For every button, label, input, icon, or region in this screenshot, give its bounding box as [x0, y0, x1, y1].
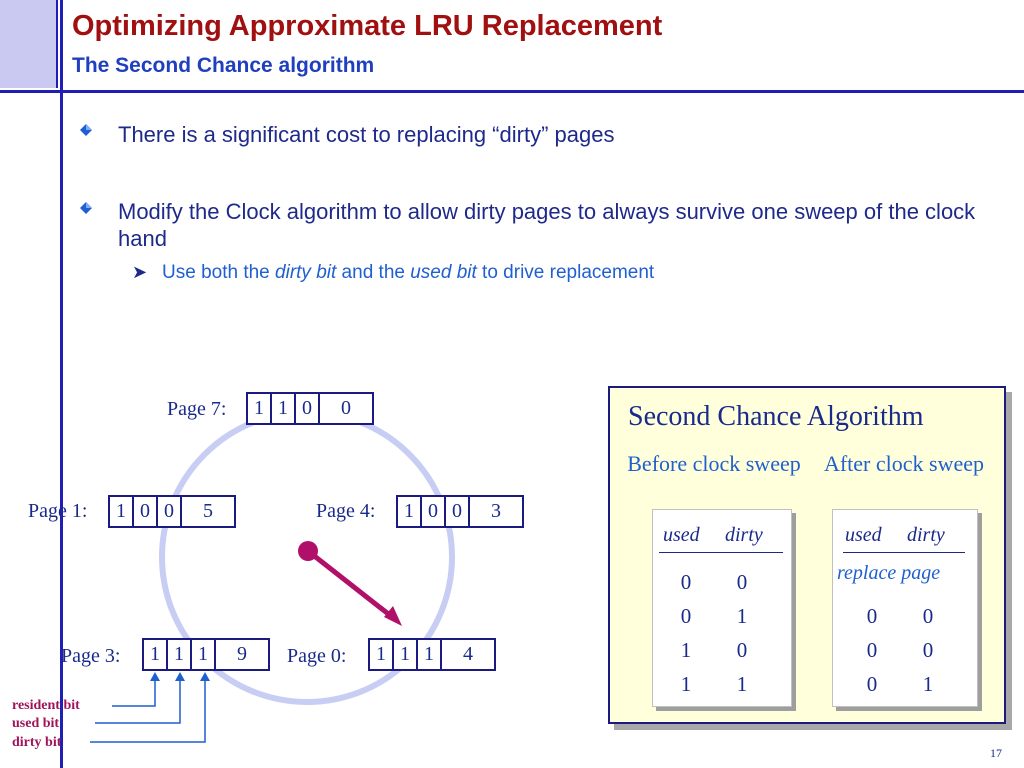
page-7-label: Page 7:: [167, 398, 227, 420]
resident-bit: 1: [370, 640, 394, 669]
dirty-bit: 1: [192, 640, 216, 669]
frame-number: 9: [216, 640, 268, 669]
used-column-header: used: [663, 524, 700, 546]
corner-decoration: [0, 0, 58, 88]
sub-bullet-prefix: Use both the: [162, 262, 276, 283]
diamond-bullet-icon: [80, 124, 92, 136]
dirty-bit-label: dirty bit: [12, 735, 62, 750]
page-1-register: 1 0 0 5: [108, 495, 236, 528]
page-4-label: Page 4:: [316, 500, 376, 522]
sub-bullet-term-dirty: dirty bit: [275, 262, 337, 283]
resident-bit-pointer: [112, 676, 156, 707]
used-value: 0: [866, 672, 878, 696]
used-bit: 0: [134, 497, 158, 526]
replace-page-label: replace page: [837, 562, 941, 584]
sub-bullet-text: Use both the dirty bit and the used bit …: [162, 262, 654, 284]
used-column-header: used: [845, 524, 882, 546]
resident-bit: 1: [398, 497, 422, 526]
frame-number: 3: [470, 497, 522, 526]
dirty-value: 1: [736, 604, 748, 628]
dirty-bit-pointer: [90, 676, 206, 743]
clock-hand-pivot: [298, 541, 318, 561]
page-number: 17: [990, 746, 1002, 760]
sub-bullet-term-used: used bit: [410, 262, 477, 283]
used-bit: 1: [168, 640, 192, 669]
sub-bullet-middle: and the: [336, 262, 411, 283]
page-7-register: 1 1 0 0: [246, 392, 374, 425]
used-bit: 1: [272, 394, 296, 423]
used-bit-label: used bit: [12, 716, 60, 731]
clock-hand: [306, 549, 398, 622]
arrow-bullet-icon: ➤: [132, 262, 148, 282]
used-bit-pointer: [95, 676, 181, 724]
dirty-column-header: dirty: [725, 524, 763, 546]
frame-number: 4: [442, 640, 494, 669]
used-value: 0: [680, 604, 692, 628]
slide-title: Optimizing Approximate LRU Replacement: [72, 10, 663, 42]
dirty-bit-arrowhead: [200, 672, 210, 681]
resident-bit: 1: [144, 640, 168, 669]
used-value: 0: [680, 570, 692, 594]
clock-hand-arrowhead: [384, 606, 402, 626]
second-chance-title: Second Chance Algorithm: [628, 401, 924, 432]
resident-bit-label: resident bit: [12, 698, 80, 713]
page-0-register: 1 1 1 4: [368, 638, 496, 671]
diamond-bullet-icon: [80, 202, 92, 214]
before-sweep-heading: Before clock sweep: [627, 451, 801, 476]
resident-bit: 1: [110, 497, 134, 526]
dirty-bit: 0: [446, 497, 470, 526]
used-bit: 1: [394, 640, 418, 669]
frame-number: 0: [320, 394, 372, 423]
bullet-text-1: There is a significant cost to replacing…: [118, 122, 615, 147]
page-3-label: Page 3:: [61, 645, 121, 667]
sub-bullet-suffix: to drive replacement: [476, 262, 655, 283]
header-divider: [843, 552, 965, 553]
used-value: 0: [866, 638, 878, 662]
dirty-bit: 0: [158, 497, 182, 526]
used-value: 1: [680, 672, 692, 696]
after-sweep-heading: After clock sweep: [823, 451, 985, 476]
dirty-bit: 0: [296, 394, 320, 423]
slide-subtitle: The Second Chance algorithm: [72, 54, 375, 77]
page-0-label: Page 0:: [287, 645, 347, 667]
resident-bit: 1: [248, 394, 272, 423]
dirty-value: 0: [922, 604, 934, 628]
left-rule: [60, 0, 63, 768]
header-divider: [659, 552, 783, 553]
dirty-column-header: dirty: [907, 524, 945, 546]
bullet-text-2: Modify the Clock algorithm to allow dirt…: [118, 199, 976, 251]
page-4-register: 1 0 0 3: [396, 495, 524, 528]
dirty-value: 1: [922, 672, 934, 696]
dirty-value: 0: [736, 638, 748, 662]
dirty-value: 0: [736, 570, 748, 594]
dirty-bit: 1: [418, 640, 442, 669]
used-bit: 0: [422, 497, 446, 526]
page-3-register: 1 1 1 9: [142, 638, 270, 671]
frame-number: 5: [182, 497, 234, 526]
dirty-value: 0: [922, 638, 934, 662]
used-value: 0: [866, 604, 878, 628]
used-value: 1: [680, 638, 692, 662]
resident-bit-arrowhead: [150, 672, 160, 681]
top-rule: [0, 90, 1024, 93]
used-bit-arrowhead: [175, 672, 185, 681]
dirty-value: 1: [736, 672, 748, 696]
page-1-label: Page 1:: [28, 500, 88, 522]
